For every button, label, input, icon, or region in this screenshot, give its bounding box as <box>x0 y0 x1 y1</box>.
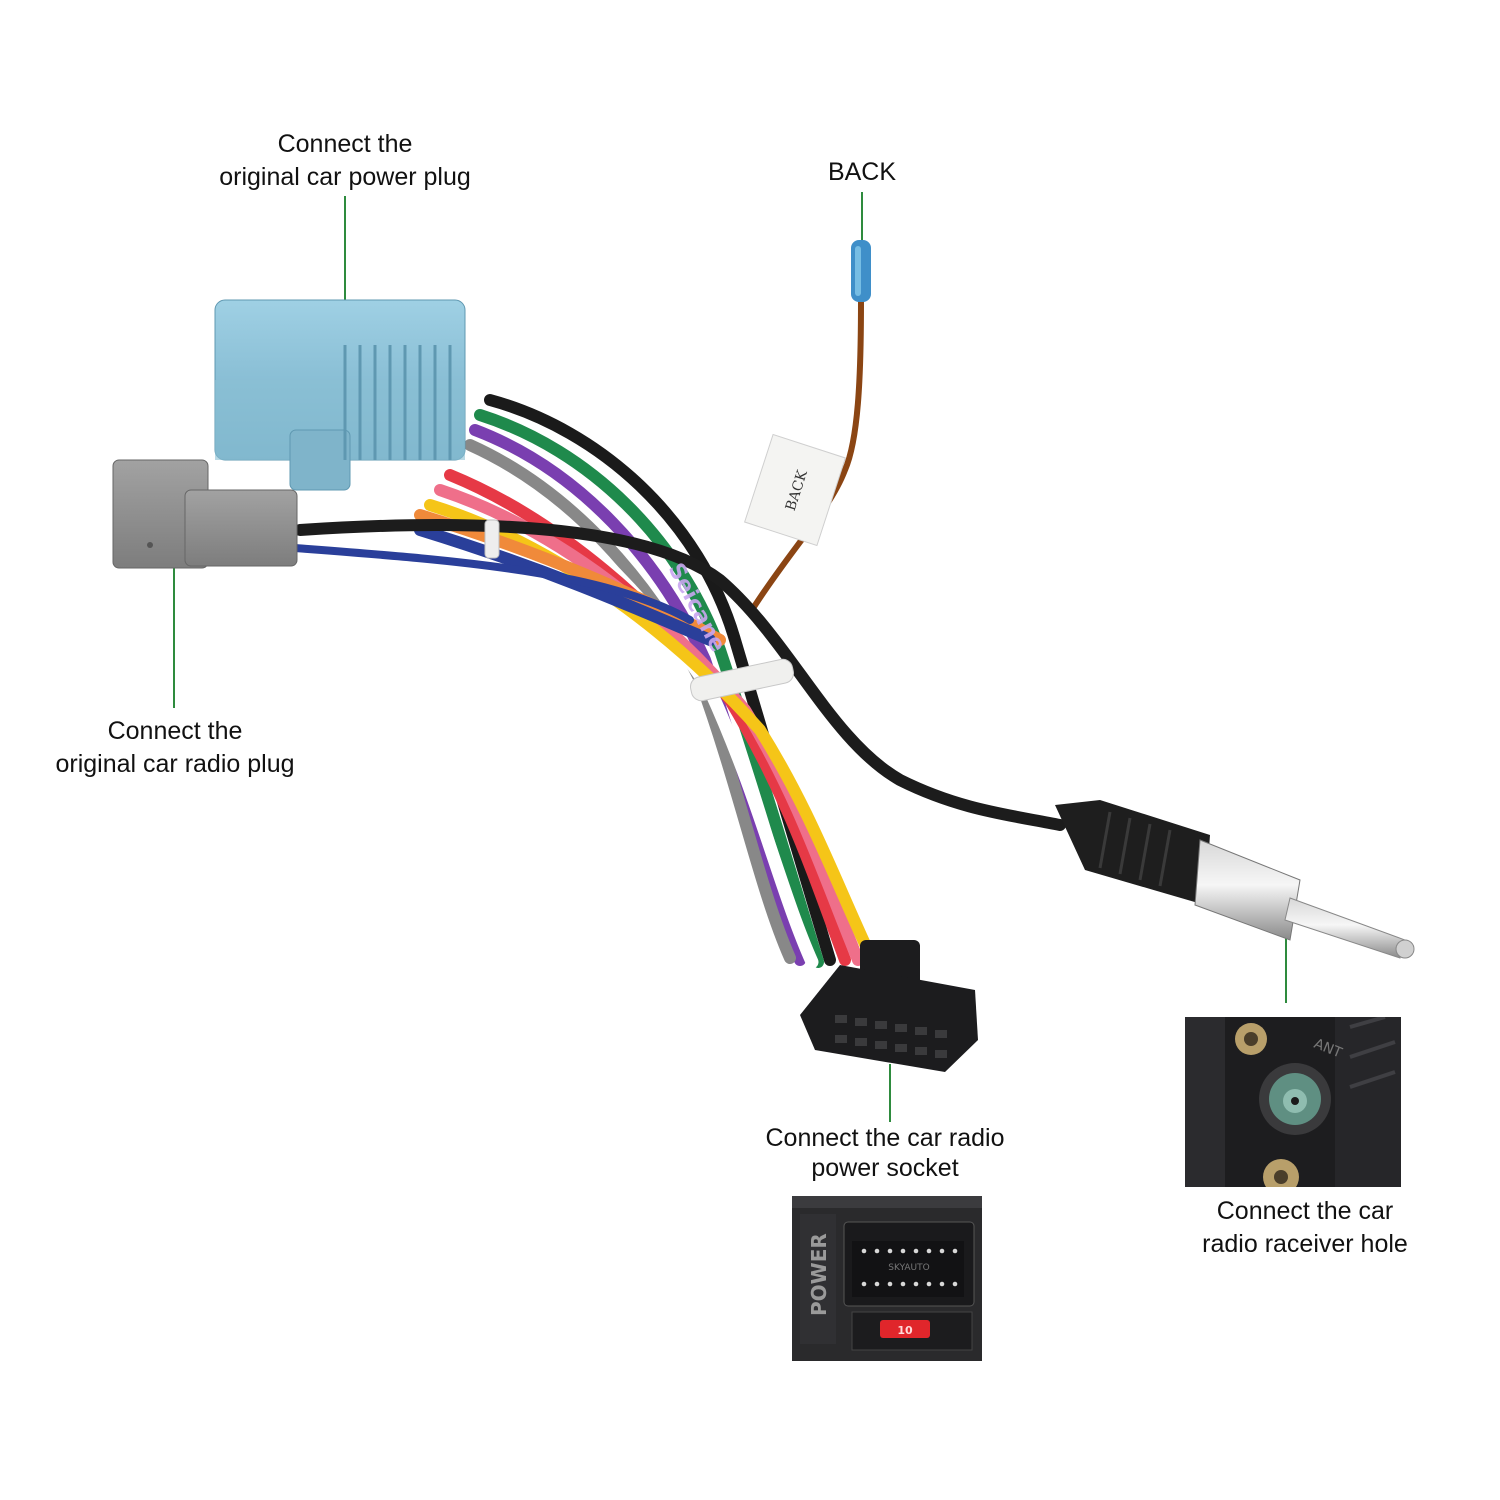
power-plug-caption: Connect the original car power plug <box>200 128 490 194</box>
power-socket-caption-line2: power socket <box>811 1154 959 1182</box>
power-plug-leader <box>344 196 346 300</box>
black-power-socket-connector <box>800 940 978 1072</box>
navy-wire <box>291 544 694 624</box>
radio-plug-leader <box>173 565 175 708</box>
radio-plug-caption-line2: original car radio plug <box>55 750 295 778</box>
back-wire-tag: BACK <box>744 433 846 547</box>
back-caption-text: BACK <box>827 158 897 186</box>
blue-power-connector <box>214 299 466 491</box>
socket-power-label: POWER <box>807 1233 831 1316</box>
receiver-hole-caption-line2: radio raceiver hole <box>1202 1230 1408 1258</box>
back-wire-terminal <box>851 240 871 302</box>
radio-plug-caption-line1: Connect the <box>107 717 243 745</box>
grey-radio-connector <box>112 459 298 569</box>
power-socket-leader <box>889 1064 891 1122</box>
power-socket-photo: POWER SKYAUTO 10 <box>792 1196 982 1361</box>
back-leader <box>861 192 863 240</box>
receiver-hole-caption-line1: Connect the car <box>1216 1197 1394 1225</box>
power-plug-caption-line2: original car power plug <box>219 163 471 191</box>
cable-tie-upper <box>484 519 500 559</box>
power-socket-caption-line1: Connect the car radio <box>765 1124 1005 1152</box>
socket-fuse-label: 10 <box>897 1324 913 1337</box>
radio-plug-caption: Connect the original car radio plug <box>30 715 320 781</box>
receiver-hole-caption: Connect the car radio raceiver hole <box>1165 1195 1445 1261</box>
antenna-plug <box>1055 800 1415 959</box>
power-plug-caption-line1: Connect the <box>277 130 413 158</box>
receiver-hole-leader <box>1285 915 1287 1003</box>
power-socket-caption: Connect the car radio power socket <box>740 1123 1030 1183</box>
socket-brand-label: SKYAUTO <box>888 1263 929 1273</box>
back-wire <box>749 297 864 613</box>
back-caption: BACK <box>812 156 912 189</box>
receiver-hole-photo: ANT <box>1185 1017 1401 1187</box>
cable-tie-lower <box>690 658 794 702</box>
